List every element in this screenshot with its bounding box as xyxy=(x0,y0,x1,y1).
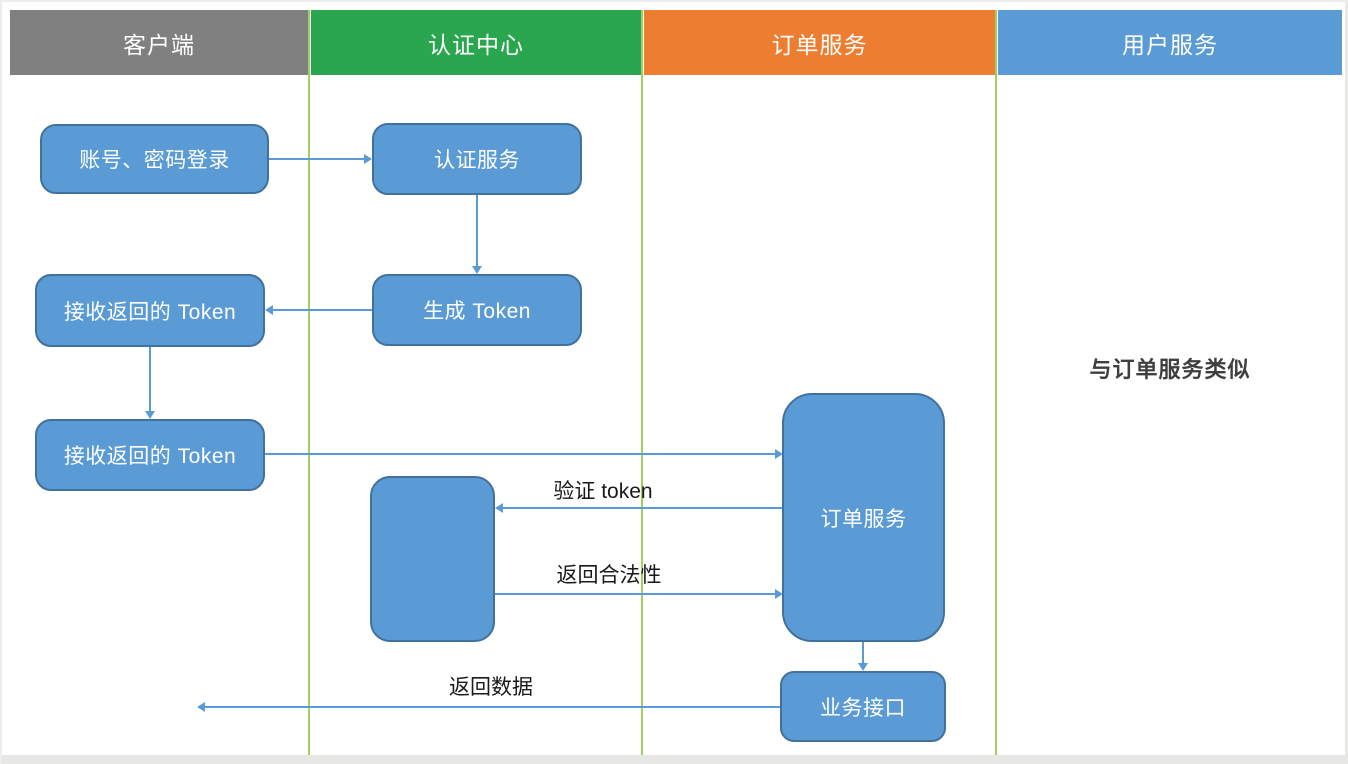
arrow-business-api-to-client xyxy=(197,702,780,712)
lane-header-client-label: 客户端 xyxy=(123,31,195,58)
arrow-receive-token-1-to-receive-token-2 xyxy=(145,347,155,419)
lane-header-auth-center: 认证中心 xyxy=(311,10,641,75)
user-service-note: 与订单服务类似 xyxy=(1089,357,1251,382)
lane-header-order-service-label: 订单服务 xyxy=(771,31,868,58)
lane-divider-client-auth xyxy=(308,10,310,755)
arrowhead-down-icon xyxy=(858,663,868,671)
arrowhead-left-icon xyxy=(265,305,273,315)
lane-header-order-service: 订单服务 xyxy=(644,10,995,75)
arrowhead-right-icon xyxy=(775,449,783,459)
arrow-login-to-auth-service xyxy=(269,154,372,164)
canvas-bottom-edge xyxy=(2,755,1348,764)
arrowhead-right-icon xyxy=(775,589,783,599)
node-order-service-label: 订单服务 xyxy=(820,507,907,531)
edge-label-return-data: 返回数据 xyxy=(449,676,533,699)
arrow-generate-token-to-receive-token-1 xyxy=(265,305,372,315)
node-login-label: 账号、密码登录 xyxy=(79,149,230,172)
node-auth-service-label: 认证服务 xyxy=(434,149,520,172)
arrowhead-left-icon xyxy=(495,503,503,513)
node-receive-token-1-label: 接收返回的 Token xyxy=(63,300,237,324)
lane-header-user-service: 用户服务 xyxy=(998,10,1342,75)
node-generate-token: 生成 Token xyxy=(372,274,582,346)
node-receive-token-2: 接收返回的 Token xyxy=(35,419,265,491)
lane-header-auth-center-label: 认证中心 xyxy=(428,31,524,58)
canvas-right-edge xyxy=(1345,2,1348,764)
node-business-api: 业务接口 xyxy=(780,671,946,742)
arrowhead-down-icon xyxy=(472,266,482,274)
node-receive-token-1: 接收返回的 Token xyxy=(35,274,265,347)
node-business-api-label: 业务接口 xyxy=(820,696,906,720)
node-receive-token-2-label: 接收返回的 Token xyxy=(63,445,237,468)
arrow-order-service-to-business-api xyxy=(858,642,868,671)
arrow-order-service-to-verify-box xyxy=(495,503,782,513)
node-auth-service: 认证服务 xyxy=(372,123,582,195)
node-login: 账号、密码登录 xyxy=(40,124,269,194)
arrowhead-right-icon xyxy=(364,154,372,164)
node-token-verify-box xyxy=(370,476,495,642)
arrowhead-down-icon xyxy=(145,411,155,419)
arrow-auth-service-to-generate-token xyxy=(472,195,482,274)
arrow-receive-token-2-to-order-service xyxy=(265,449,783,459)
edge-label-return-validity: 返回合法性 xyxy=(556,564,662,587)
arrowhead-left-icon xyxy=(197,702,205,712)
arrow-verify-box-to-order-service xyxy=(495,589,783,599)
lane-divider-auth-order xyxy=(641,10,643,755)
node-generate-token-label: 生成 Token xyxy=(423,300,531,323)
lane-divider-order-user xyxy=(995,10,997,755)
lane-header-client: 客户端 xyxy=(10,10,308,75)
node-order-service: 订单服务 xyxy=(782,393,945,642)
lane-header-user-service-label: 用户服务 xyxy=(1122,31,1218,58)
edge-label-verify-token: 验证 token xyxy=(553,480,653,503)
